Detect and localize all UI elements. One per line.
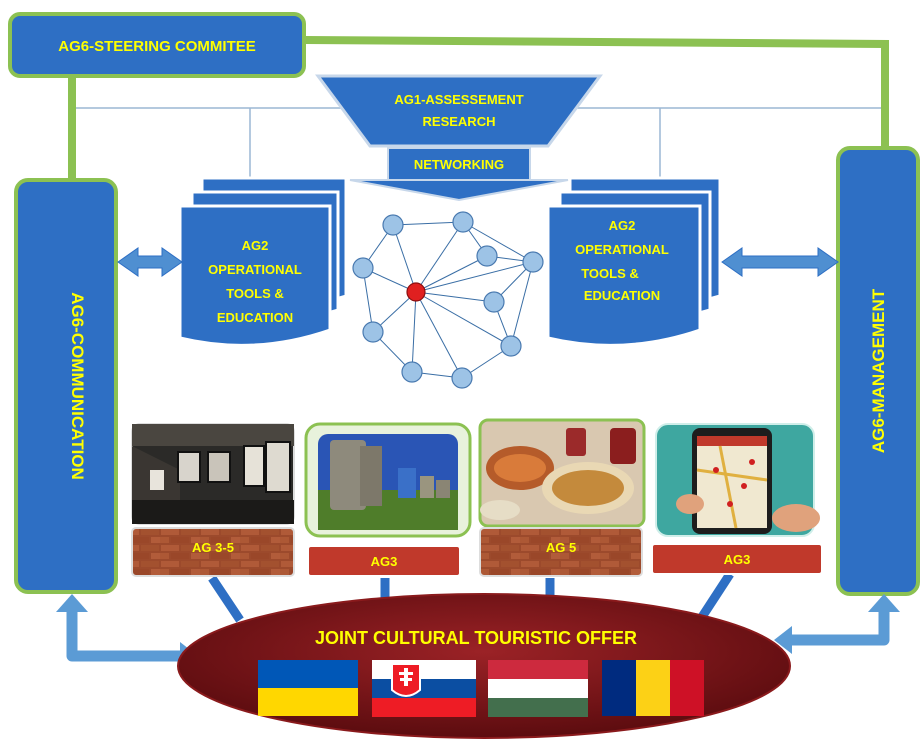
ag2-right-line-2: OPERATIONAL xyxy=(575,242,669,257)
bottom-right-arrow xyxy=(790,610,890,646)
card-mobile-map-label: AG3 xyxy=(651,543,823,575)
networking-label: NETWORKING xyxy=(414,157,504,172)
card-food-label: AG 5 xyxy=(479,527,643,577)
ag2-left-line-4: EDUCATION xyxy=(217,310,293,325)
assessment-line-1: AG1-ASSESSEMENT xyxy=(394,92,523,107)
ag2-left-line-2: OPERATIONAL xyxy=(208,262,302,277)
joint-offer-title: JOINT CULTURAL TOURISTIC OFFER xyxy=(315,628,637,648)
bottom-right-arrowhead-up xyxy=(868,594,900,612)
steering-committee-label: AG6-STEERING COMMITEE xyxy=(58,38,256,55)
management-label: AG6-MANAGEMENT xyxy=(869,288,888,453)
ukraine-flag xyxy=(258,660,358,716)
assessment-funnel: AG1-ASSESSEMENT RESEARCH xyxy=(315,74,603,148)
card-mobile-map-label-text: AG3 xyxy=(724,552,751,567)
card-monument-label: AG3 xyxy=(307,545,461,577)
network-node xyxy=(452,211,474,233)
network-node xyxy=(362,321,384,343)
assessment-line-2: RESEARCH xyxy=(423,114,496,129)
management-column: AG6-MANAGEMENT xyxy=(836,146,920,596)
card-food xyxy=(478,418,646,528)
card-gallery-label: AG 3-5 xyxy=(131,527,295,577)
card-gallery xyxy=(131,423,295,525)
network-node xyxy=(500,335,522,357)
hungary-flag xyxy=(488,660,588,717)
slovakia-flag xyxy=(372,660,476,717)
card-monument xyxy=(304,422,472,538)
bottom-left-arrow xyxy=(66,610,182,662)
ag2-right-document-stack: AG2 OPERATIONAL TOOLS & EDUCATION xyxy=(546,176,722,347)
romania-flag xyxy=(602,660,704,716)
ag2-right-line-1: AG2 xyxy=(609,218,636,233)
bottom-right-arrowhead-left xyxy=(774,626,792,654)
card-monument-label-text: AG3 xyxy=(371,554,398,569)
card-gallery-label-text: AG 3-5 xyxy=(192,540,234,555)
card-food-label-text: AG 5 xyxy=(546,540,576,555)
ag2-left-line-3: TOOLS & xyxy=(226,286,284,301)
left-double-arrow xyxy=(117,247,183,277)
ag2-right-line-3: TOOLS & xyxy=(581,266,639,281)
network-node xyxy=(483,291,505,313)
network-graph xyxy=(352,211,544,389)
network-node xyxy=(476,245,498,267)
card-mobile-map xyxy=(655,423,820,537)
network-node xyxy=(451,367,473,389)
network-node xyxy=(522,251,544,273)
ag2-left-document-stack: AG2 OPERATIONAL TOOLS & EDUCATION xyxy=(178,176,348,347)
network-center-node xyxy=(406,282,426,302)
right-double-arrow xyxy=(721,247,839,277)
network-node xyxy=(382,214,404,236)
ag2-left-line-1: AG2 xyxy=(242,238,269,253)
steering-committee-box: AG6-STEERING COMMITEE xyxy=(8,12,306,78)
networking-box: NETWORKING xyxy=(349,147,569,202)
communication-column: AG6-COMMUNICATION xyxy=(14,178,118,594)
communication-label: AG6-COMMUNICATION xyxy=(68,292,87,480)
network-node xyxy=(401,361,423,383)
ag2-right-line-4: EDUCATION xyxy=(584,288,660,303)
bottom-left-arrowhead-up xyxy=(56,594,88,612)
green-frame-lines xyxy=(68,36,889,184)
network-node xyxy=(352,257,374,279)
